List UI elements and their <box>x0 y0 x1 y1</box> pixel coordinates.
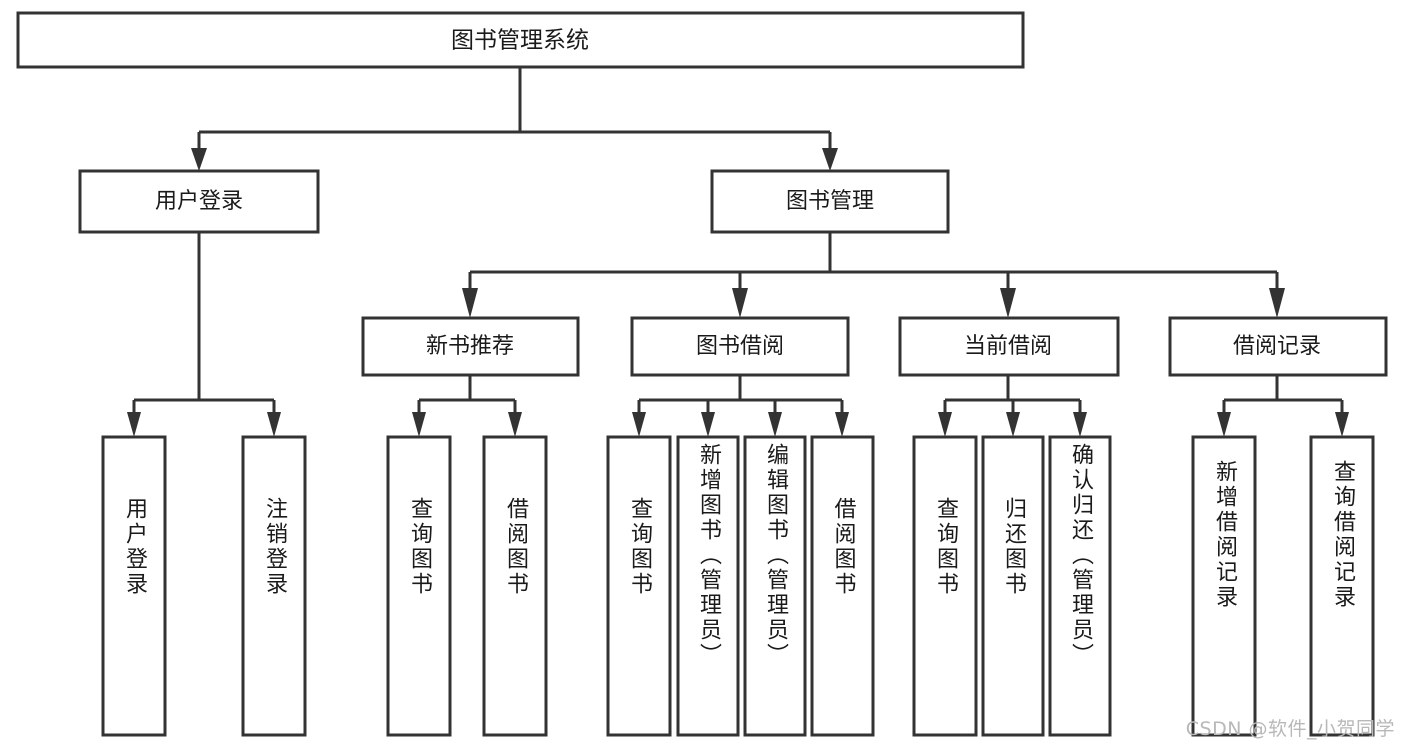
arrow-leaf-newbook-2 <box>508 412 522 437</box>
leaf-book-borrow-2[interactable] <box>676 435 740 737</box>
leaf-new-book-1[interactable] <box>386 435 452 737</box>
arrow-leaf-user-login-1 <box>127 412 141 437</box>
node-current-borrow[interactable] <box>898 316 1120 377</box>
csdn-watermark: CSDN @软件_小贺同学 <box>1185 718 1395 740</box>
arrow-leaf-currentborrow-1 <box>938 412 952 437</box>
node-book-management[interactable] <box>710 169 950 234</box>
leaf-borrow-record-2[interactable] <box>1309 435 1375 737</box>
node-borrow-record[interactable] <box>1168 316 1388 377</box>
node-book-borrow[interactable] <box>630 316 850 377</box>
leaf-new-book-2[interactable] <box>482 435 548 737</box>
arrow-leaf-borrowrecord-2 <box>1335 412 1349 437</box>
node-current-borrow-label: 当前借阅 <box>964 334 1052 359</box>
arrow-leaf-currentborrow-2 <box>1006 412 1020 437</box>
node-layer: 图书管理系统 用户登录 图书管理 新书推荐 图书借阅 当前借阅 借阅记录 <box>16 11 1388 737</box>
leaf-user-login-2[interactable] <box>241 435 307 737</box>
arrow-to-user-login <box>191 148 207 171</box>
node-user-login-label: 用户登录 <box>155 189 243 214</box>
arrow-leaf-user-login-2 <box>267 412 281 437</box>
node-new-book-recommend-label: 新书推荐 <box>426 334 514 359</box>
arrow-leaf-newbook-1 <box>412 412 426 437</box>
leaf-current-borrow-2[interactable] <box>981 435 1045 737</box>
arrow-to-borrow-record <box>1269 288 1285 318</box>
leaf-current-borrow-1[interactable] <box>912 435 978 737</box>
arrow-leaf-currentborrow-3 <box>1073 412 1087 437</box>
node-user-login[interactable] <box>78 169 320 234</box>
arrow-to-book-borrow <box>732 288 748 318</box>
node-book-management-label: 图书管理 <box>786 189 874 214</box>
connector-layer <box>127 67 1349 437</box>
arrow-leaf-borrowrecord-1 <box>1217 412 1231 437</box>
leaf-book-borrow-1[interactable] <box>606 435 672 737</box>
node-root[interactable] <box>16 11 1025 69</box>
arrow-to-current-borrow <box>1000 288 1016 318</box>
arrow-to-book-manage <box>822 148 838 171</box>
arrow-leaf-bookborrow-1 <box>632 412 646 437</box>
arrow-to-new-book <box>462 288 478 318</box>
node-book-borrow-label: 图书借阅 <box>696 334 784 359</box>
node-borrow-record-label: 借阅记录 <box>1233 334 1321 359</box>
leaf-book-borrow-4[interactable] <box>810 435 875 737</box>
leaf-user-login-1[interactable] <box>101 435 167 737</box>
node-root-label: 图书管理系统 <box>451 28 589 54</box>
leaf-book-borrow-3[interactable] <box>743 435 807 737</box>
arrow-leaf-bookborrow-3 <box>768 412 782 437</box>
node-new-book-recommend[interactable] <box>361 316 580 377</box>
arrow-leaf-bookborrow-2 <box>701 412 715 437</box>
leaf-current-borrow-3[interactable] <box>1048 435 1112 737</box>
leaf-borrow-record-1[interactable] <box>1191 435 1257 737</box>
arrow-leaf-bookborrow-4 <box>835 412 849 437</box>
